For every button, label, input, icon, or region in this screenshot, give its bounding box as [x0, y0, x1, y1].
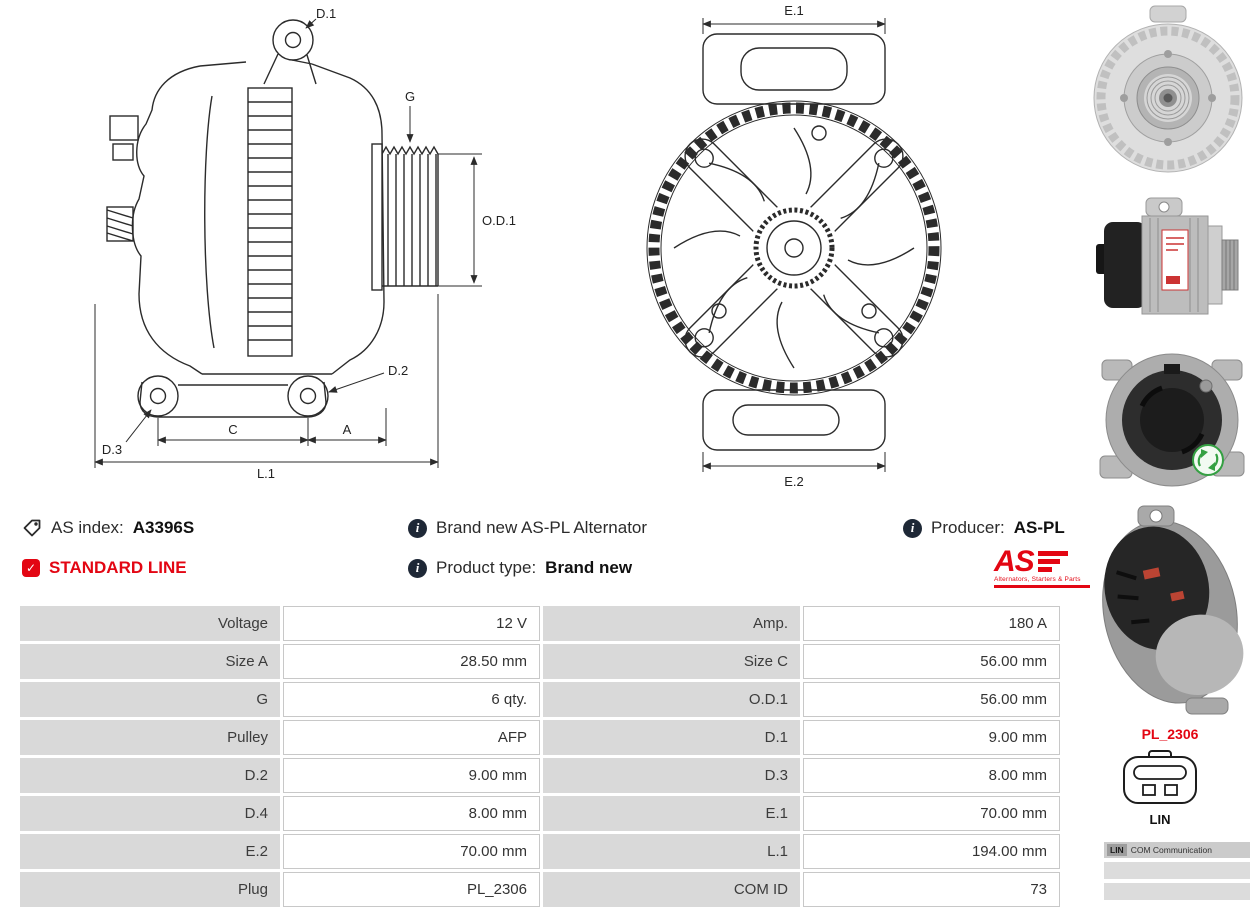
side-view-dimensions — [94, 18, 482, 468]
spec-label: L.1 — [543, 834, 800, 869]
spec-value: 70.00 mm — [283, 834, 540, 869]
pulley — [371, 143, 439, 291]
brand-new-text: Brand new AS-PL Alternator — [436, 518, 648, 537]
dim-label-e1: E.1 — [784, 3, 804, 18]
comm-header-label: COM Communication — [1130, 845, 1212, 855]
info-icon: i — [408, 558, 427, 578]
spec-label: D.3 — [543, 758, 800, 793]
dim-label-a: A — [343, 422, 352, 437]
tag-icon — [23, 519, 41, 537]
product-type-line: i Product type: Brand new — [408, 558, 632, 578]
as-pl-logo: AS Alternators, Starters & Parts — [994, 545, 1094, 588]
spec-label: Amp. — [543, 606, 800, 641]
recycling-sticker — [1192, 444, 1224, 476]
producer-value: AS-PL — [1013, 518, 1065, 537]
logo-stripes-icon — [1037, 551, 1068, 572]
spec-value: 194.00 mm — [803, 834, 1060, 869]
product-photo-rear[interactable] — [1094, 346, 1250, 498]
product-photo-side[interactable] — [1094, 192, 1246, 338]
spec-value: 28.50 mm — [283, 644, 540, 679]
dim-label-d3: D.3 — [102, 442, 122, 457]
spec-label: E.2 — [20, 834, 280, 869]
logo-underline — [994, 585, 1090, 588]
spec-label: E.1 — [543, 796, 800, 831]
comm-row — [1104, 883, 1250, 900]
spec-value: PL_2306 — [283, 872, 540, 907]
dim-label-l1: L.1 — [257, 466, 275, 481]
dim-label-d1: D.1 — [316, 6, 336, 21]
product-type-label: Product type: — [436, 558, 537, 577]
plug-connector-icon — [1123, 750, 1197, 804]
spec-value: 180 A — [803, 606, 1060, 641]
spec-label: O.D.1 — [543, 682, 800, 717]
spec-label: Pulley — [20, 720, 280, 755]
info-icon: i — [408, 518, 427, 538]
comm-row — [1104, 862, 1250, 879]
spec-value: AFP — [283, 720, 540, 755]
alternator-side-outline — [106, 19, 439, 418]
spec-label: G — [20, 682, 280, 717]
alternator-front-outline — [646, 33, 942, 451]
spec-value: 56.00 mm — [803, 682, 1060, 717]
dim-label-c: C — [228, 422, 237, 437]
spec-value: 8.00 mm — [283, 796, 540, 831]
as-index-value: A3396S — [132, 518, 195, 537]
comm-header: LIN COM Communication — [1104, 842, 1250, 858]
spec-value: 8.00 mm — [803, 758, 1060, 793]
dim-label-d2: D.2 — [388, 363, 408, 378]
as-index: AS index: A3396S — [22, 518, 194, 538]
spec-value: 56.00 mm — [803, 644, 1060, 679]
spec-value: 9.00 mm — [803, 720, 1060, 755]
front-view-diagram: E.1 E.2 — [646, 3, 942, 489]
logo-subtext: Alternators, Starters & Parts — [994, 576, 1081, 583]
spec-value: 9.00 mm — [283, 758, 540, 793]
plug-type-label: LIN — [1149, 812, 1171, 827]
product-photo-front[interactable] — [1088, 2, 1248, 186]
spec-label: D.2 — [20, 758, 280, 793]
side-view-diagram: D.1 G O.D.1 D.2 D.3 C A L.1 — [94, 6, 516, 481]
dim-label-od1: O.D.1 — [482, 213, 516, 228]
standard-line-text: STANDARD LINE — [49, 558, 187, 577]
spec-label: D.4 — [20, 796, 280, 831]
product-type-value: Brand new — [545, 558, 633, 577]
product-photo-angled[interactable] — [1086, 502, 1250, 720]
as-index-label: AS index: — [51, 518, 124, 537]
standard-line-badge: ✓ STANDARD LINE — [22, 558, 187, 578]
info-icon: i — [903, 518, 922, 538]
fan-blades — [673, 127, 915, 369]
spec-label: COM ID — [543, 872, 800, 907]
spec-value: 73 — [803, 872, 1060, 907]
spec-table: Voltage 12 V Amp. 180 A Size A 28.50 mm … — [20, 606, 1060, 907]
check-icon: ✓ — [22, 559, 40, 577]
spec-value: 6 qty. — [283, 682, 540, 717]
producer-line: i Producer: AS-PL — [903, 518, 1065, 538]
front-view-dimensions — [702, 18, 886, 472]
spec-value: 12 V — [283, 606, 540, 641]
spec-label: Plug — [20, 872, 280, 907]
com-communication-table: LIN COM Communication — [1104, 842, 1250, 900]
spec-value: 70.00 mm — [803, 796, 1060, 831]
dim-label-g: G — [405, 89, 415, 104]
brand-new-line: i Brand new AS-PL Alternator — [408, 518, 647, 538]
logo-text: AS — [994, 545, 1035, 578]
plug-code: PL_2306 — [1141, 726, 1199, 742]
spec-label: Size C — [543, 644, 800, 679]
spec-label: Size A — [20, 644, 280, 679]
dim-label-e2: E.2 — [784, 474, 804, 489]
comm-lin-chip: LIN — [1107, 844, 1127, 856]
spec-label: Voltage — [20, 606, 280, 641]
spec-label: D.1 — [543, 720, 800, 755]
producer-label: Producer: — [931, 518, 1005, 537]
